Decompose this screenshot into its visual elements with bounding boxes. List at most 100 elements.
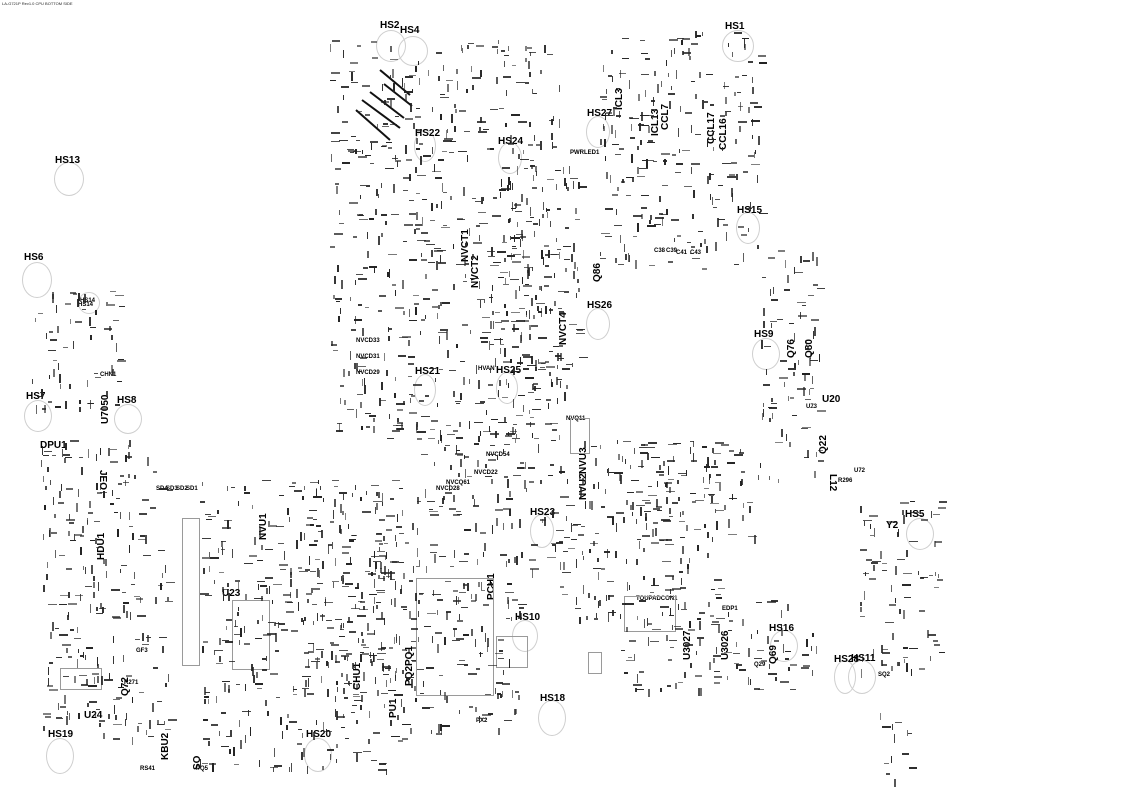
- smd-pad: [260, 585, 267, 587]
- smd-pad: [527, 47, 532, 49]
- smd-pad: [148, 736, 154, 737]
- smd-pad: [267, 633, 276, 635]
- smd-pad: [904, 597, 911, 598]
- smd-pad: [331, 132, 340, 134]
- smd-pad: [569, 324, 577, 325]
- smd-pad: [390, 59, 398, 60]
- smd-pad: [792, 415, 797, 416]
- smd-pad: [374, 597, 375, 604]
- smd-pad: [217, 510, 219, 514]
- smd-pad: [497, 693, 501, 695]
- smd-pad: [97, 492, 102, 494]
- smd-pad: [453, 284, 455, 290]
- smd-pad: [54, 514, 56, 518]
- heatsink-label-hs28: HS28: [834, 654, 860, 665]
- smd-pad: [679, 521, 685, 522]
- smd-pad: [524, 320, 529, 322]
- smd-pad: [550, 464, 554, 466]
- smd-pad: [409, 75, 416, 76]
- smd-pad: [478, 718, 487, 719]
- smd-pad: [110, 449, 117, 450]
- smd-pad: [49, 662, 53, 664]
- smd-pad: [411, 679, 413, 688]
- smd-pad: [684, 186, 692, 187]
- smd-pad: [597, 558, 599, 562]
- smd-pad: [481, 590, 485, 591]
- smd-pad: [331, 644, 339, 646]
- smd-pad: [259, 528, 261, 537]
- smd-pad: [418, 637, 419, 642]
- smd-pad: [330, 246, 335, 248]
- smd-pad: [388, 328, 392, 330]
- smd-pad: [706, 246, 708, 253]
- smd-pad: [435, 632, 442, 634]
- smd-pad: [777, 319, 783, 320]
- smd-pad: [647, 453, 649, 460]
- smd-pad: [546, 208, 547, 212]
- smd-pad: [444, 692, 446, 700]
- smd-pad: [605, 208, 613, 210]
- smd-pad: [812, 376, 813, 384]
- smd-pad: [384, 566, 386, 575]
- smd-pad: [334, 499, 336, 507]
- small-label: PX2: [476, 718, 488, 724]
- smd-pad: [343, 494, 344, 500]
- smd-pad: [933, 514, 940, 515]
- smd-pad: [360, 705, 362, 710]
- small-label: NVCD22: [474, 470, 498, 476]
- smd-pad: [552, 142, 553, 149]
- smd-pad: [482, 317, 490, 318]
- smd-pad: [290, 572, 292, 578]
- heatsink-hs28-outline: [834, 660, 856, 694]
- smd-pad: [282, 731, 283, 739]
- small-label: C41: [676, 250, 688, 256]
- smd-pad: [543, 257, 544, 265]
- smd-pad: [252, 667, 254, 676]
- smd-pad: [62, 644, 71, 646]
- smd-pad: [385, 221, 387, 225]
- smd-pad: [707, 176, 709, 184]
- smd-pad: [666, 497, 668, 504]
- smd-pad: [440, 302, 442, 306]
- smd-pad: [742, 619, 744, 626]
- smd-pad: [90, 604, 91, 613]
- smd-pad: [491, 294, 492, 303]
- smd-pad: [794, 363, 796, 368]
- component-label-u20: U20: [822, 394, 841, 405]
- smd-pad: [223, 593, 224, 601]
- smd-pad: [363, 751, 371, 752]
- smd-pad: [507, 583, 512, 585]
- smd-pad: [689, 558, 690, 563]
- smd-pad: [863, 573, 869, 574]
- smd-pad: [416, 138, 418, 144]
- smd-pad: [376, 189, 378, 196]
- smd-pad: [361, 426, 363, 430]
- smd-pad: [432, 171, 441, 172]
- smd-pad: [639, 600, 646, 602]
- smd-pad: [763, 384, 770, 386]
- smd-pad: [279, 495, 284, 496]
- smd-pad: [735, 76, 739, 78]
- smd-pad: [397, 422, 403, 424]
- smd-pad: [36, 405, 37, 414]
- smd-pad: [620, 235, 621, 243]
- smd-pad: [472, 495, 474, 499]
- smd-pad: [571, 539, 577, 540]
- smd-pad: [377, 533, 381, 534]
- smd-pad: [99, 720, 105, 722]
- smd-pad: [532, 433, 533, 438]
- smd-pad: [716, 510, 724, 511]
- smd-pad: [113, 636, 114, 643]
- smd-pad: [326, 661, 328, 666]
- smd-pad: [227, 486, 228, 491]
- smd-pad: [118, 359, 124, 360]
- smd-pad: [447, 434, 455, 435]
- smd-pad: [894, 734, 895, 743]
- smd-pad: [668, 261, 673, 263]
- smd-pad: [313, 643, 314, 651]
- smd-pad: [394, 598, 396, 607]
- smd-pad: [431, 420, 438, 422]
- smd-pad: [335, 298, 342, 300]
- smd-pad: [803, 387, 805, 396]
- smd-pad: [336, 681, 338, 685]
